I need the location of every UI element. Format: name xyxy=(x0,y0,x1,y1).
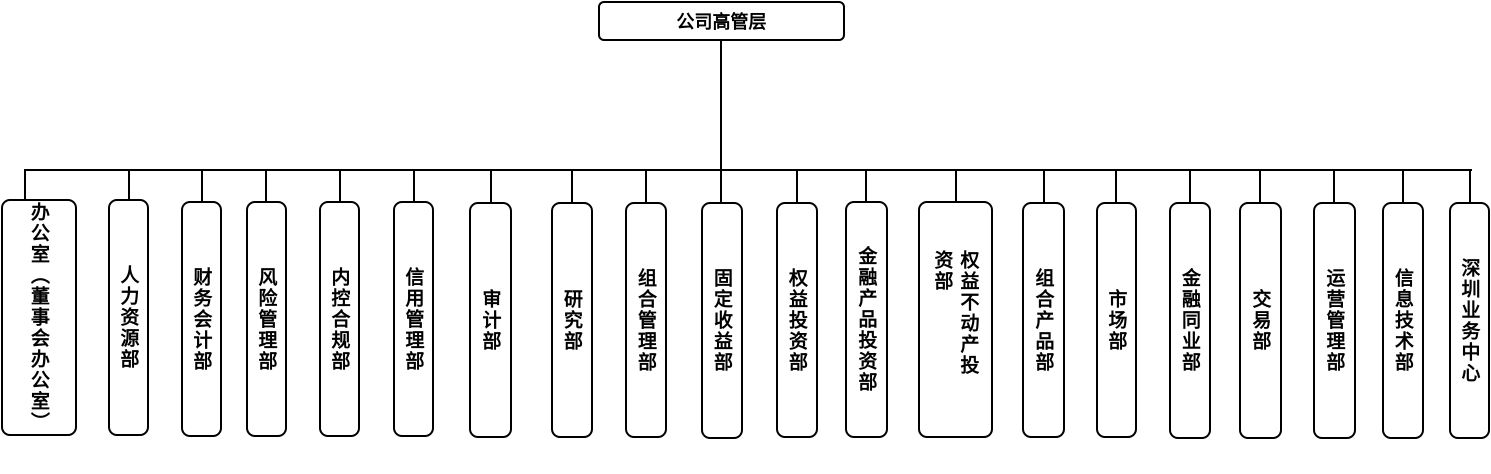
department-box: 金融产品投资部 xyxy=(845,201,888,438)
department-label: 金融产品投资部 xyxy=(855,246,878,393)
department-label: 固定收益部 xyxy=(711,268,733,373)
department-label: 权益投资部 xyxy=(786,267,808,373)
department-label: 信用管理部 xyxy=(402,266,425,372)
department-box: 固定收益部 xyxy=(701,202,743,439)
branch-connector xyxy=(1402,169,1404,202)
department-box: 深圳业务中心 xyxy=(1449,202,1490,439)
horizontal-bus xyxy=(24,169,1472,171)
department-box: 组合产品部 xyxy=(1022,202,1065,438)
department-box: 信息技术部 xyxy=(1382,202,1424,439)
department-box: 审计部 xyxy=(469,202,512,438)
department-label: 信息技术部 xyxy=(1392,268,1414,373)
branch-connector xyxy=(128,169,130,199)
department-box: 内控合规部 xyxy=(319,201,360,437)
branch-connector xyxy=(24,169,26,199)
branch-connector xyxy=(1259,169,1261,202)
branch-connector xyxy=(571,169,573,202)
department-box: 权益投资部 xyxy=(776,202,818,438)
branch-connector xyxy=(645,169,647,202)
branch-connector xyxy=(1469,169,1471,202)
root-connector xyxy=(720,41,722,170)
branch-connector xyxy=(201,169,203,201)
department-label: 财务会计部 xyxy=(190,266,213,372)
department-label: 办公室（董事会办公室） xyxy=(28,202,50,433)
root-label: 公司高管层 xyxy=(676,12,767,33)
department-box: 风险管理部 xyxy=(246,201,287,437)
department-label: 人力资源部 xyxy=(117,265,140,370)
department-label: 深圳业务中心 xyxy=(1458,257,1481,384)
department-label: 组合产品部 xyxy=(1032,267,1055,373)
department-label: 运营管理部 xyxy=(1323,268,1346,373)
branch-connector xyxy=(720,169,722,202)
department-box: 人力资源部 xyxy=(108,199,149,436)
department-label: 交易部 xyxy=(1249,289,1272,352)
department-label: 金融同业部 xyxy=(1179,268,1201,373)
branch-connector xyxy=(1189,169,1191,202)
department-box: 财务会计部 xyxy=(181,201,222,437)
department-label: 审计部 xyxy=(479,288,502,352)
branch-connector xyxy=(339,169,341,201)
department-box: 研究部 xyxy=(551,202,593,438)
department-box: 组合管理部 xyxy=(625,202,667,438)
department-label: 组合管理部 xyxy=(635,267,657,373)
branch-connector xyxy=(413,169,415,201)
branch-connector xyxy=(1043,169,1045,202)
branch-connector xyxy=(1115,169,1117,202)
branch-connector xyxy=(265,169,267,201)
branch-connector xyxy=(865,169,867,201)
department-label: 风险管理部 xyxy=(255,266,278,372)
department-box: 信用管理部 xyxy=(393,201,434,437)
department-box: 市场部 xyxy=(1096,202,1137,438)
department-label: 市场部 xyxy=(1105,288,1128,352)
root-node: 公司高管层 xyxy=(598,1,845,41)
department-label: 权益不动产投资部 xyxy=(931,249,980,376)
department-box: 交易部 xyxy=(1239,202,1282,439)
department-box: 办公室（董事会办公室） xyxy=(1,199,77,436)
department-box: 金融同业部 xyxy=(1169,202,1211,439)
branch-connector xyxy=(796,169,798,202)
branch-connector xyxy=(1333,169,1335,202)
department-label: 内控合规部 xyxy=(328,266,351,372)
department-box: 权益不动产投资部 xyxy=(918,201,993,438)
department-label: 研究部 xyxy=(561,288,583,352)
department-box: 运营管理部 xyxy=(1313,202,1356,439)
branch-connector xyxy=(955,169,957,201)
branch-connector xyxy=(490,169,492,202)
